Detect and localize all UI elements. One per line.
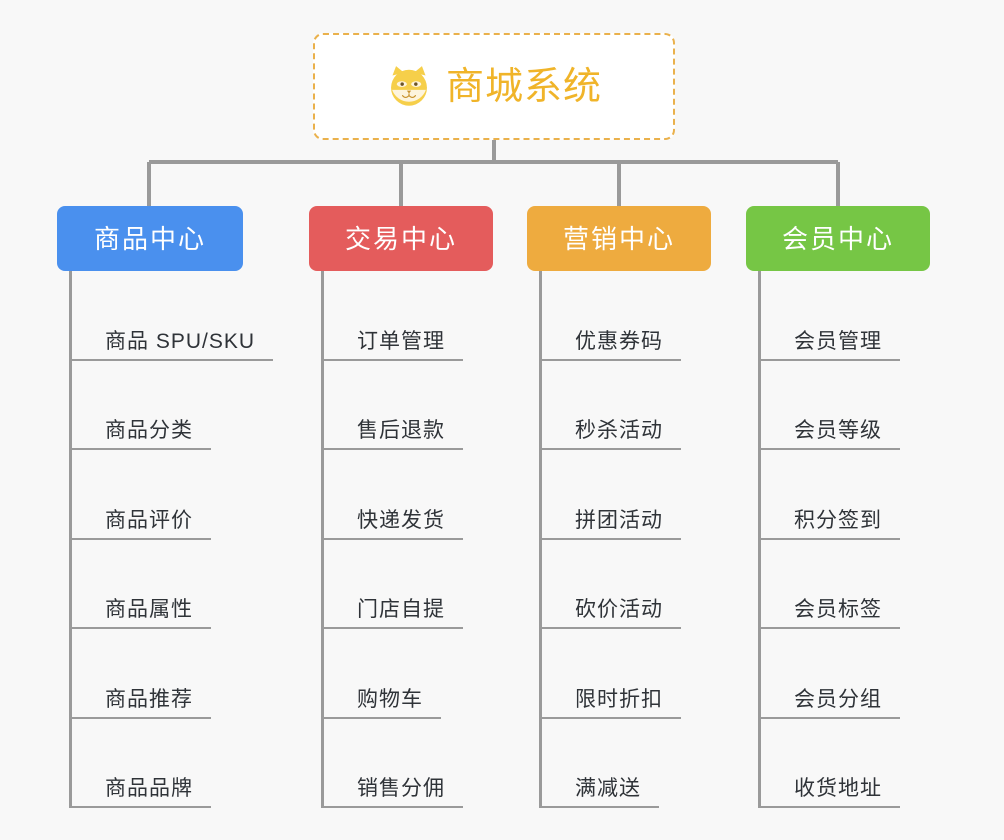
leaf-underline: 拼团活动 bbox=[542, 510, 681, 540]
leaf-item[interactable]: 积分签到 bbox=[761, 450, 930, 540]
leaf-item[interactable]: 收货地址 bbox=[761, 719, 930, 808]
leaf-underline: 商品属性 bbox=[72, 599, 211, 629]
category-label: 会员中心 bbox=[781, 223, 894, 254]
root-node-mall-system[interactable]: 商城系统 bbox=[313, 33, 675, 140]
leaf-item[interactable]: 门店自提 bbox=[324, 540, 493, 629]
leaf-item[interactable]: 会员管理 bbox=[761, 271, 930, 361]
leaf-label: 门店自提 bbox=[357, 598, 445, 621]
leaf-underline: 会员管理 bbox=[761, 331, 900, 361]
leaf-item[interactable]: 优惠券码 bbox=[542, 271, 711, 361]
column-marketing-center: 营销中心优惠券码秒杀活动拼团活动砍价活动限时折扣满减送 bbox=[527, 206, 711, 808]
leaf-list-member-center: 会员管理会员等级积分签到会员标签会员分组收货地址 bbox=[758, 271, 930, 808]
root-title: 商城系统 bbox=[445, 65, 602, 108]
leaf-item[interactable]: 秒杀活动 bbox=[542, 361, 711, 450]
leaf-label: 商品推荐 bbox=[105, 687, 193, 711]
leaf-item[interactable]: 订单管理 bbox=[324, 271, 493, 361]
leaf-label: 商品品牌 bbox=[105, 777, 193, 800]
leaf-underline: 优惠券码 bbox=[542, 331, 681, 361]
leaf-underline: 商品评价 bbox=[72, 510, 211, 540]
category-label: 商品中心 bbox=[93, 223, 206, 254]
leaf-label: 限时折扣 bbox=[575, 687, 663, 711]
leaf-underline: 售后退款 bbox=[324, 420, 463, 450]
leaf-item[interactable]: 购物车 bbox=[324, 629, 493, 719]
leaf-label: 满减送 bbox=[575, 777, 641, 800]
leaf-item[interactable]: 商品属性 bbox=[72, 540, 243, 629]
leaf-label: 积分签到 bbox=[794, 508, 882, 532]
leaf-item[interactable]: 商品 SPU/SKU bbox=[72, 271, 274, 361]
column-trade-center: 交易中心订单管理售后退款快递发货门店自提购物车销售分佣 bbox=[309, 206, 493, 808]
leaf-underline: 积分签到 bbox=[761, 510, 900, 540]
leaf-list-product-center: 商品 SPU/SKU 商品分类商品评价商品属性商品推荐商品品牌 bbox=[69, 271, 274, 808]
leaf-underline: 砍价活动 bbox=[542, 599, 681, 629]
leaf-underline: 秒杀活动 bbox=[542, 420, 681, 450]
leaf-item[interactable]: 砍价活动 bbox=[542, 540, 711, 629]
leaf-underline: 商品品牌 bbox=[72, 778, 211, 808]
category-box-marketing-center[interactable]: 营销中心 bbox=[527, 206, 711, 271]
column-product-center: 商品中心商品 SPU/SKU 商品分类商品评价商品属性商品推荐商品品牌 bbox=[57, 206, 274, 808]
leaf-item[interactable]: 会员标签 bbox=[761, 540, 930, 629]
leaf-item[interactable]: 拼团活动 bbox=[542, 450, 711, 540]
leaf-label: 商品 SPU/SKU bbox=[105, 329, 256, 353]
leaf-label: 购物车 bbox=[357, 687, 423, 711]
leaf-label: 会员分组 bbox=[794, 687, 882, 711]
leaf-item[interactable]: 快递发货 bbox=[324, 450, 493, 540]
leaf-label: 会员等级 bbox=[794, 419, 882, 442]
leaf-underline: 收货地址 bbox=[761, 778, 900, 808]
leaf-label: 会员标签 bbox=[794, 598, 882, 621]
leaf-label: 销售分佣 bbox=[357, 777, 445, 800]
leaf-label: 商品分类 bbox=[105, 419, 193, 442]
leaf-item[interactable]: 会员等级 bbox=[761, 361, 930, 450]
leaf-label: 商品评价 bbox=[105, 508, 193, 532]
leaf-underline: 商品 SPU/SKU bbox=[72, 329, 274, 361]
leaf-underline: 商品分类 bbox=[72, 420, 211, 450]
leaf-label: 售后退款 bbox=[357, 419, 445, 442]
category-box-trade-center[interactable]: 交易中心 bbox=[309, 206, 493, 271]
leaf-underline: 订单管理 bbox=[324, 331, 463, 361]
leaf-item[interactable]: 商品推荐 bbox=[72, 629, 243, 719]
leaf-label: 订单管理 bbox=[357, 329, 445, 353]
leaf-list-trade-center: 订单管理售后退款快递发货门店自提购物车销售分佣 bbox=[321, 271, 493, 808]
category-label: 交易中心 bbox=[344, 223, 457, 254]
leaf-underline: 会员标签 bbox=[761, 599, 900, 629]
leaf-item[interactable]: 销售分佣 bbox=[324, 719, 493, 808]
leaf-underline: 满减送 bbox=[542, 778, 659, 808]
leaf-underline: 销售分佣 bbox=[324, 778, 463, 808]
leaf-item[interactable]: 限时折扣 bbox=[542, 629, 711, 719]
leaf-label: 秒杀活动 bbox=[575, 419, 663, 442]
leaf-label: 优惠券码 bbox=[575, 329, 663, 353]
category-label: 营销中心 bbox=[562, 223, 675, 254]
leaf-item[interactable]: 售后退款 bbox=[324, 361, 493, 450]
leaf-underline: 门店自提 bbox=[324, 599, 463, 629]
leaf-item[interactable]: 商品评价 bbox=[72, 450, 243, 540]
leaf-underline: 会员分组 bbox=[761, 689, 900, 719]
leaf-underline: 限时折扣 bbox=[542, 689, 681, 719]
leaf-item[interactable]: 商品分类 bbox=[72, 361, 243, 450]
leaf-label: 收货地址 bbox=[794, 777, 882, 800]
leaf-item[interactable]: 会员分组 bbox=[761, 629, 930, 719]
leaf-label: 快递发货 bbox=[357, 508, 445, 532]
leaf-list-marketing-center: 优惠券码秒杀活动拼团活动砍价活动限时折扣满减送 bbox=[539, 271, 711, 808]
leaf-label: 拼团活动 bbox=[575, 508, 663, 532]
leaf-underline: 商品推荐 bbox=[72, 689, 211, 719]
shiba-dog-icon bbox=[386, 64, 432, 110]
leaf-item[interactable]: 满减送 bbox=[542, 719, 711, 808]
leaf-label: 商品属性 bbox=[105, 598, 193, 621]
leaf-label: 砍价活动 bbox=[575, 598, 663, 621]
column-member-center: 会员中心会员管理会员等级积分签到会员标签会员分组收货地址 bbox=[746, 206, 930, 808]
category-box-member-center[interactable]: 会员中心 bbox=[746, 206, 930, 271]
leaf-underline: 购物车 bbox=[324, 689, 441, 719]
leaf-label: 会员管理 bbox=[794, 329, 882, 353]
leaf-item[interactable]: 商品品牌 bbox=[72, 719, 243, 808]
leaf-underline: 快递发货 bbox=[324, 510, 463, 540]
leaf-underline: 会员等级 bbox=[761, 420, 900, 450]
category-box-product-center[interactable]: 商品中心 bbox=[57, 206, 243, 271]
